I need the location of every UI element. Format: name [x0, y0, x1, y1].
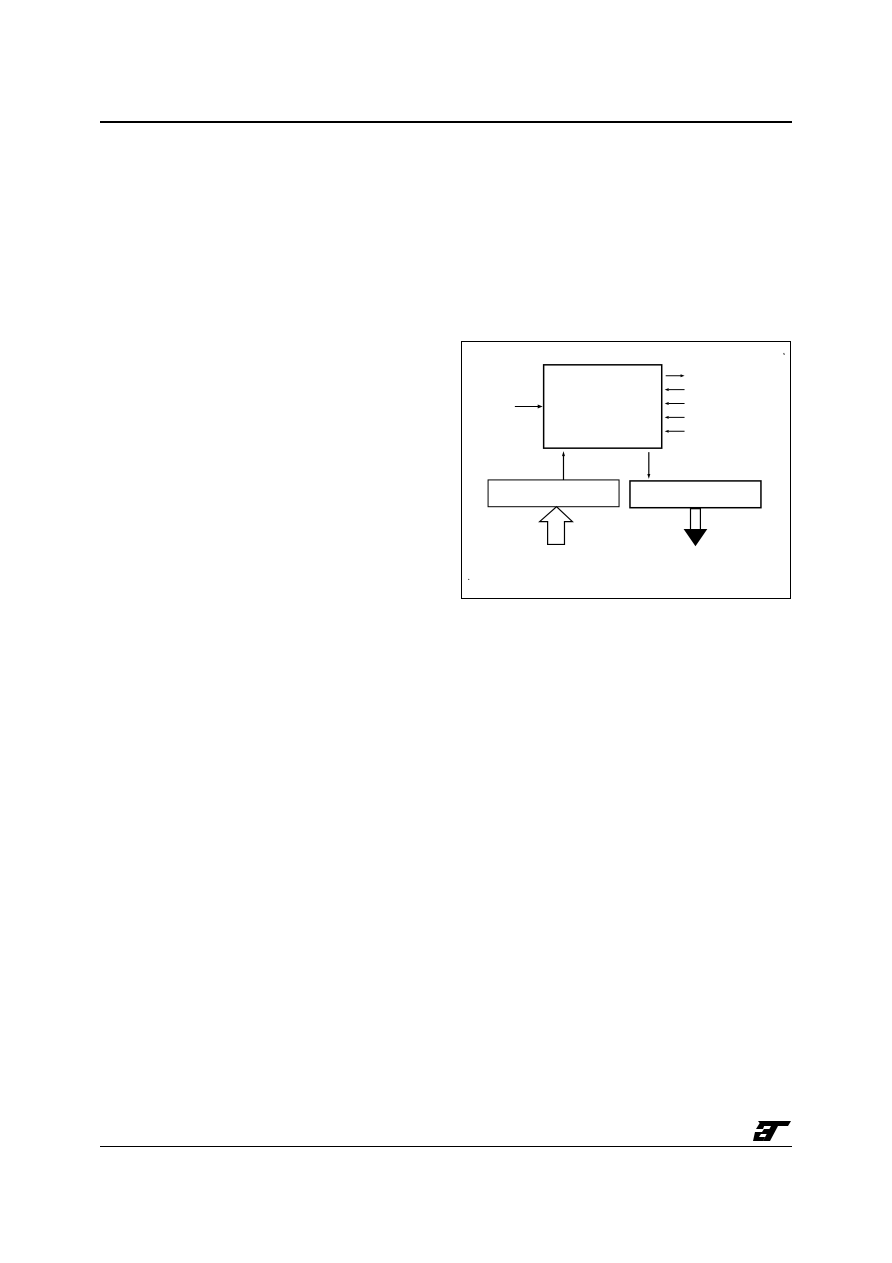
output-register	[629, 480, 762, 509]
header-rule	[100, 121, 792, 123]
control-input-signal-5	[664, 429, 685, 433]
control-input-arrow	[514, 404, 543, 409]
st-logo	[753, 1121, 791, 1141]
output-bus-arrow	[683, 508, 708, 547]
input-bus-arrow	[538, 505, 574, 546]
footer-rule	[100, 1146, 792, 1147]
block-diagram-figure	[461, 341, 791, 599]
control-input-signal-2	[664, 388, 685, 392]
block-diagram	[468, 352, 785, 580]
input-register	[487, 479, 620, 508]
control-output-signal-1	[665, 374, 685, 378]
control-input-signal-3	[664, 402, 685, 406]
input-to-control-arrow	[562, 451, 565, 480]
control-block	[542, 364, 663, 449]
control-input-signal-4	[664, 415, 685, 419]
control-to-output-arrow	[647, 452, 651, 479]
